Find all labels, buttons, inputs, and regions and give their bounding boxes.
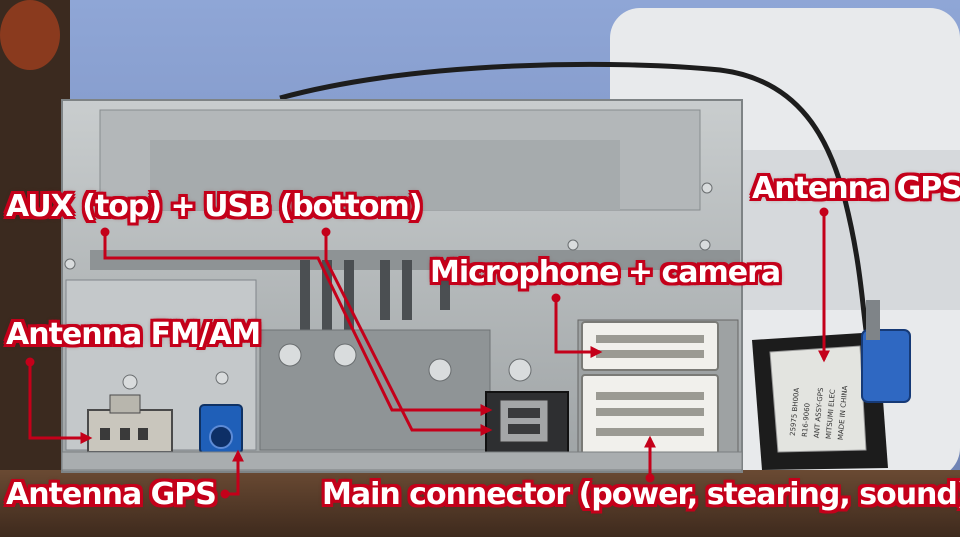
arrow-aux (103, 232, 493, 416)
label-antenna-gps-left: Antenna GPS (6, 477, 217, 512)
label-main-connector: Main connector (power, stearing, sound) (322, 477, 960, 512)
table-surface (0, 470, 960, 537)
label-antenna-fm-am: Antenna FM/AM (6, 317, 261, 352)
gps-cable (279, 61, 869, 331)
module-line2: R16-9060 (801, 403, 812, 438)
arrow-usb (324, 232, 493, 436)
annotation-arrows (25, 207, 830, 499)
label-microphone-camera: Microphone + camera (430, 255, 781, 290)
label-aux-usb: AUX (top) + USB (bottom) (6, 189, 422, 224)
background-object-left (0, 0, 70, 470)
heatsink-vents (300, 260, 450, 330)
label-antenna-gps-right: Antenna GPS (752, 171, 960, 206)
arrow-microphone-camera (554, 298, 603, 358)
gps-antenna-module (752, 300, 911, 470)
arrow-fm-am (28, 362, 93, 444)
microphone-camera-connector (581, 321, 719, 371)
